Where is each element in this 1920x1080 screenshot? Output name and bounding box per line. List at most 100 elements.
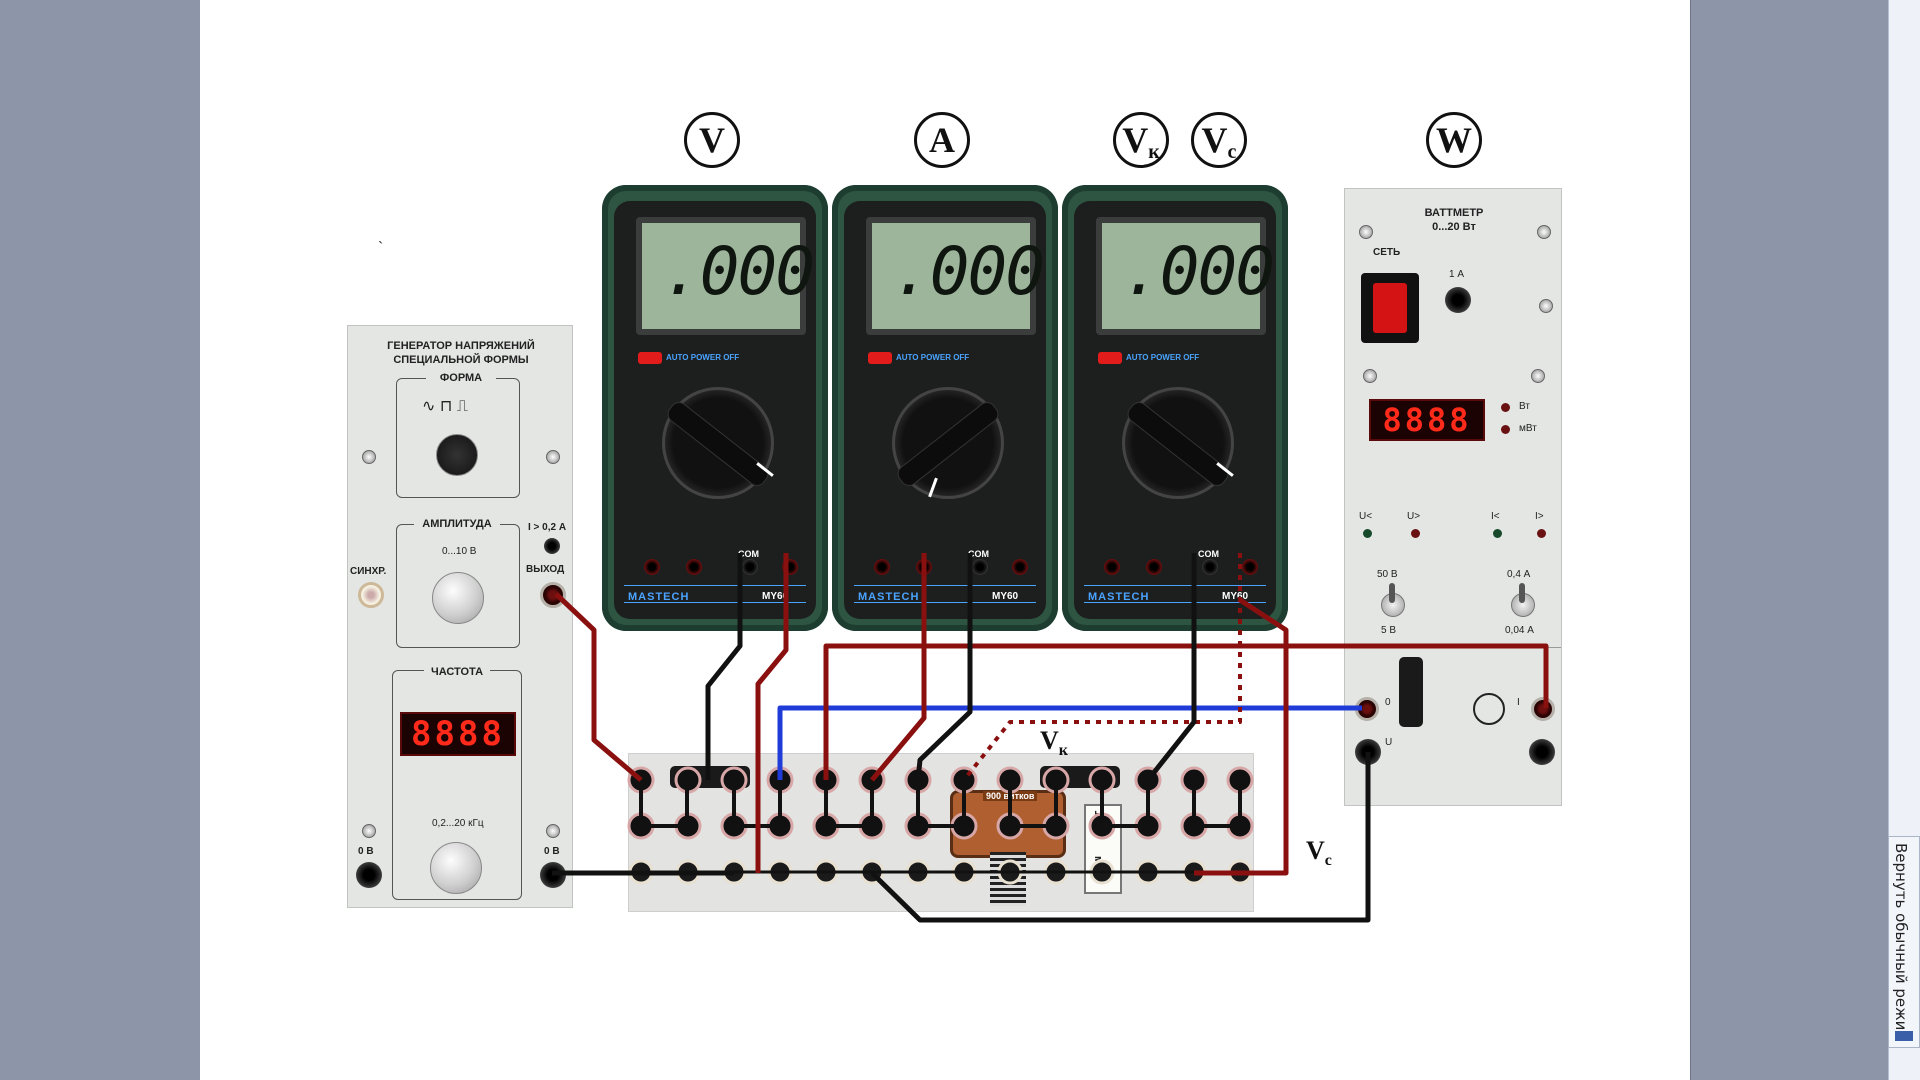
current-range-toggle[interactable] — [1511, 583, 1535, 617]
ground-left-label: 0 В — [358, 846, 374, 857]
terminal-zero-label: 0 — [1385, 697, 1391, 708]
unit-mw-label: мВт — [1519, 423, 1537, 434]
brand-label: MASTECH — [858, 591, 920, 603]
screw-icon — [1539, 299, 1553, 313]
waveform-selector-knob[interactable] — [436, 434, 478, 476]
terminal-ma[interactable] — [686, 559, 702, 575]
i-low-label: I< — [1491, 511, 1500, 522]
screw-icon — [1359, 225, 1373, 239]
jumper-clip[interactable] — [1399, 657, 1423, 727]
voltage-range-toggle[interactable] — [1381, 583, 1405, 617]
screw-icon — [362, 450, 376, 464]
frequency-range: 0,2...20 кГц — [432, 818, 484, 829]
wire-label-vk: Vк — [1040, 726, 1068, 760]
wire — [870, 752, 1371, 923]
brand-label: MASTECH — [628, 591, 690, 603]
voltmeter-label: V — [684, 112, 740, 168]
range-u-low: 5 В — [1381, 625, 1397, 636]
amplitude-range: 0...10 В — [442, 546, 477, 557]
fuse-holder[interactable] — [1445, 287, 1471, 313]
wattmeter: ВАТТМЕТР 0...20 Вт СЕТЬ 1 А 8888 Вт мВт … — [1344, 188, 1562, 806]
model-label: MY60 — [992, 591, 1019, 602]
wattmeter-u-common-jack[interactable] — [1529, 739, 1555, 765]
terminal-10a[interactable] — [644, 559, 660, 575]
overload-label: I > 0,2 А — [528, 522, 567, 533]
left-margin — [0, 0, 201, 1080]
multimeter-ammeter: .000 AUTO POWER OFF COM MASTECH MY60 — [832, 185, 1058, 631]
i-high-label: I> — [1535, 511, 1544, 522]
u-low-label: U< — [1359, 511, 1373, 522]
wire — [755, 553, 789, 873]
screw-icon — [546, 450, 560, 464]
range-i-low: 0,04 А — [1505, 625, 1534, 636]
ammeter-label: A — [914, 112, 970, 168]
unit-w-indicator — [1501, 403, 1510, 412]
amplitude-knob[interactable] — [432, 572, 484, 624]
u-low-led — [1363, 529, 1372, 538]
multimeter-voltmeter: .000 AUTO POWER OFF COM MASTECH MY60 — [602, 185, 828, 631]
screw-icon — [546, 824, 560, 838]
model-label: MY60 — [762, 591, 789, 602]
multimeter-display: .000 — [636, 217, 815, 335]
vc-label: Vс — [1191, 112, 1247, 168]
terminal-ma[interactable] — [1146, 559, 1162, 575]
screw-icon — [1531, 369, 1545, 383]
output-label: ВЫХОД — [526, 564, 565, 575]
frequency-knob[interactable] — [430, 842, 482, 894]
model-label: MY60 — [1222, 591, 1249, 602]
terminal-com[interactable] — [742, 559, 758, 575]
multimeter-display: .000 — [1096, 217, 1275, 335]
screw-icon — [362, 824, 376, 838]
wire — [554, 592, 643, 782]
power-button[interactable] — [868, 352, 892, 364]
terminal-i-label: I — [1517, 697, 1520, 708]
sync-label: СИНХР. — [350, 566, 387, 577]
power-button[interactable] — [638, 352, 662, 364]
terminal-v-ohm[interactable] — [1242, 559, 1258, 575]
restore-mode-icon — [1895, 1031, 1913, 1041]
terminal-com[interactable] — [972, 559, 988, 575]
range-selector-dial[interactable] — [1122, 387, 1234, 499]
restore-normal-mode-label: Вернуть обычный режим — [1892, 843, 1910, 1042]
frequency-display: 8888 — [400, 712, 516, 756]
wire — [823, 643, 1549, 780]
wattmeter-i-jack[interactable] — [1531, 697, 1555, 721]
output-jack[interactable] — [540, 582, 566, 608]
unit-w-label: Вт — [1519, 401, 1530, 412]
multimeter-vk-vc: .000 AUTO POWER OFF COM MASTECH MY60 — [1062, 185, 1288, 631]
generator-title-2: СПЕЦИАЛЬНОЙ ФОРМЫ — [393, 354, 529, 366]
sync-jack[interactable] — [358, 582, 384, 608]
ground-right-label: 0 В — [544, 846, 560, 857]
terminal-10a[interactable] — [874, 559, 890, 575]
terminal-10a[interactable] — [1104, 559, 1120, 575]
generator-title-1: ГЕНЕРАТОР НАПРЯЖЕНИЙ — [387, 340, 535, 352]
wire — [777, 705, 1362, 780]
power-display: 8888 — [1369, 399, 1485, 441]
power-button[interactable] — [1098, 352, 1122, 364]
range-selector-dial[interactable] — [892, 387, 1004, 499]
wire — [915, 553, 973, 781]
terminal-v-ohm[interactable] — [1012, 559, 1028, 575]
wattmeter-title-2: 0...20 Вт — [1432, 221, 1476, 233]
u-high-label: U> — [1407, 511, 1421, 522]
wattmeter-label: W — [1426, 112, 1482, 168]
screw-icon — [1363, 369, 1377, 383]
wattmeter-symbol — [1473, 693, 1505, 725]
right-margin — [1690, 0, 1889, 1080]
power-switch[interactable] — [1361, 273, 1419, 343]
fuse-label: 1 А — [1449, 269, 1465, 280]
terminal-com[interactable] — [1202, 559, 1218, 575]
range-i-high: 0,4 А — [1507, 569, 1531, 580]
wire — [705, 553, 743, 780]
brand-label: MASTECH — [1088, 591, 1150, 603]
multimeter-display: .000 — [866, 217, 1045, 335]
i-low-led — [1493, 529, 1502, 538]
wire — [1146, 553, 1197, 782]
range-selector-dial[interactable] — [662, 387, 774, 499]
ground-left-jack[interactable] — [356, 862, 382, 888]
range-u-high: 50 В — [1377, 569, 1398, 580]
wire — [870, 553, 927, 782]
i-high-led — [1537, 529, 1546, 538]
unit-mw-indicator — [1501, 425, 1510, 434]
